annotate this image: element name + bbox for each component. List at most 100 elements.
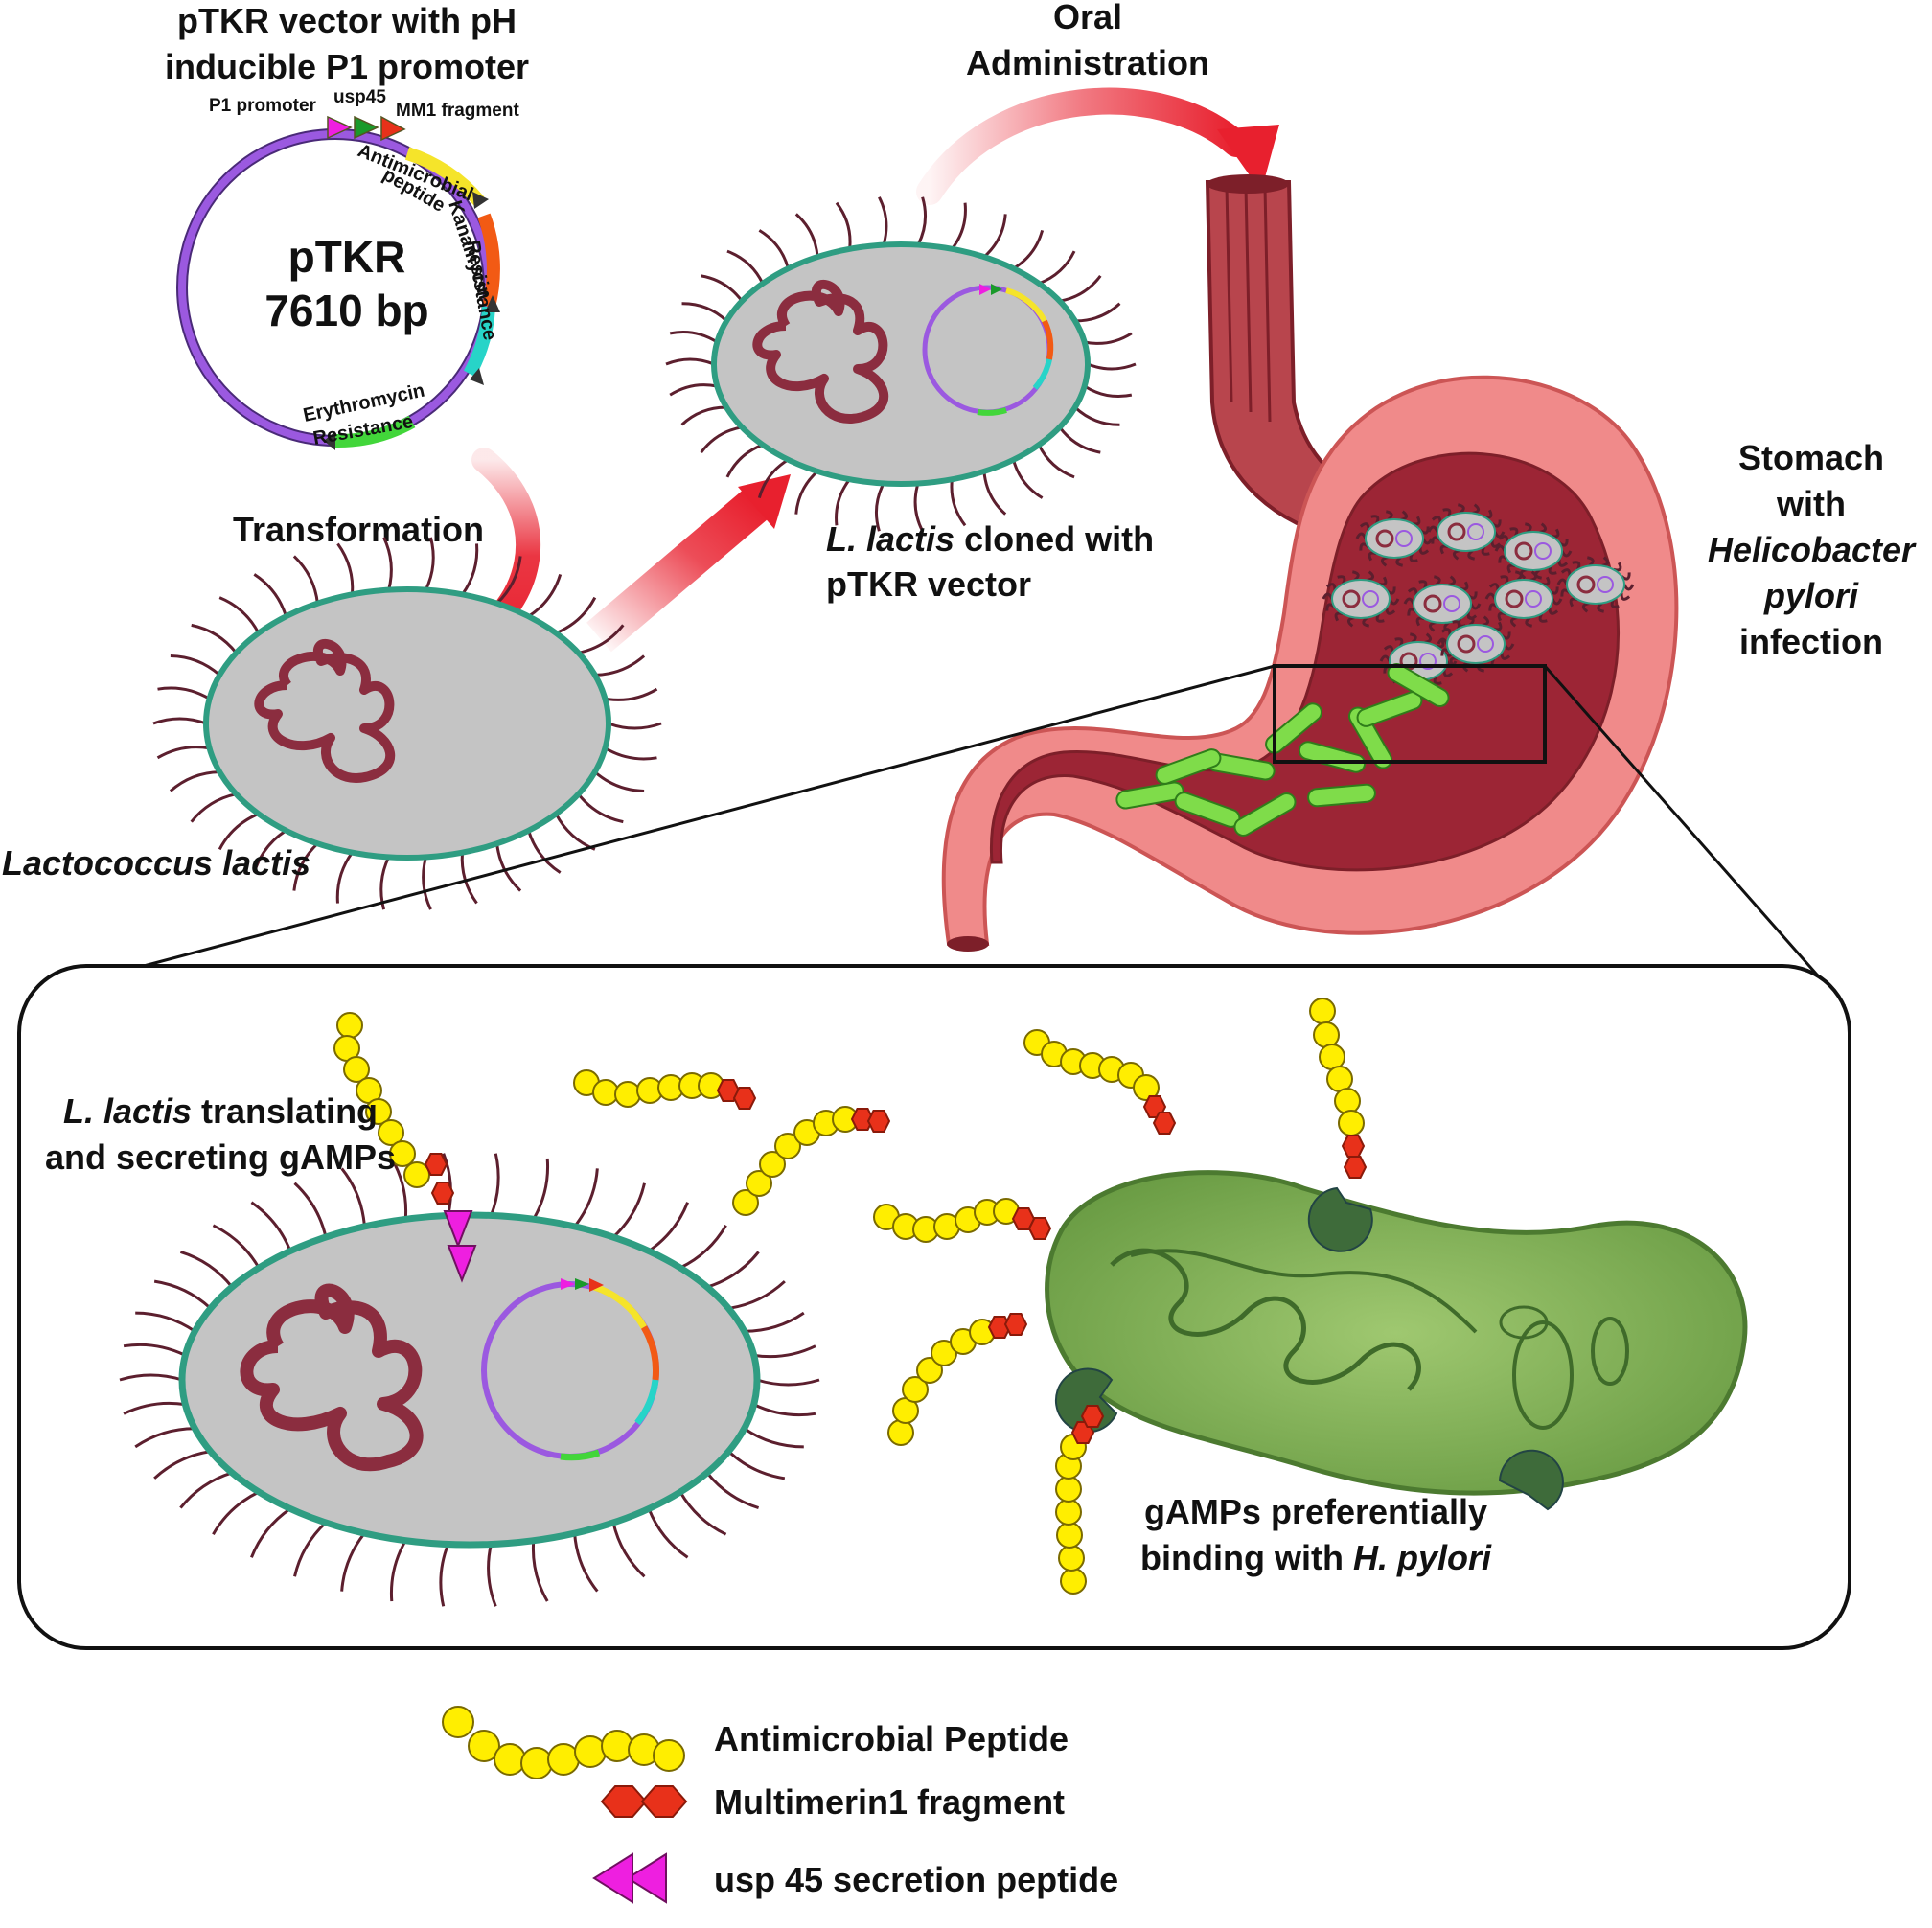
binding-label-b: H. pylori bbox=[1353, 1538, 1492, 1577]
flagellum bbox=[794, 213, 819, 258]
flagellum bbox=[335, 851, 354, 904]
flagellum bbox=[726, 249, 765, 285]
secreting-label-line2: and secreting gAMPs bbox=[45, 1137, 396, 1177]
legend-amp-bead bbox=[574, 1735, 607, 1768]
flagellum bbox=[425, 537, 435, 591]
amp-bead bbox=[336, 1012, 363, 1039]
gamp-chain bbox=[1055, 1405, 1105, 1595]
gamp-chain bbox=[573, 1069, 757, 1110]
flagellum bbox=[608, 722, 662, 730]
flagellum bbox=[382, 537, 393, 590]
amp-bead bbox=[592, 1079, 619, 1106]
stomach-lactis-cell bbox=[1355, 510, 1434, 567]
flagellum bbox=[758, 229, 790, 269]
peptide-chains bbox=[334, 998, 1368, 1595]
flagellum bbox=[982, 214, 1007, 259]
legend-amp-symbol bbox=[442, 1706, 685, 1779]
flagellum bbox=[1409, 552, 1418, 562]
legend-amp-bead bbox=[468, 1730, 500, 1762]
flagellum bbox=[170, 654, 221, 677]
flagellum bbox=[1418, 580, 1428, 590]
stomach-h-pylori-rod bbox=[1233, 792, 1297, 837]
flagellum bbox=[1433, 675, 1442, 685]
plasmid-segment-kan bbox=[477, 213, 500, 309]
usp45-arrow bbox=[354, 115, 380, 140]
zoom-box bbox=[1273, 664, 1547, 764]
stomach-h-pylori-rod bbox=[1265, 702, 1322, 754]
flagellum bbox=[1074, 302, 1121, 323]
stomach-lactis-cell bbox=[1494, 522, 1573, 580]
amp-bead bbox=[1055, 1476, 1082, 1503]
flagellum bbox=[389, 1539, 407, 1602]
mm1-hexagon bbox=[430, 1182, 455, 1205]
flagellum bbox=[794, 470, 819, 515]
flagellum bbox=[950, 479, 967, 527]
zoom-line-left bbox=[143, 664, 1276, 968]
flagellum bbox=[1337, 575, 1346, 585]
legend-amp-label: Antimicrobial Peptide bbox=[714, 1719, 1069, 1758]
flagellum bbox=[727, 1450, 786, 1480]
amp-bead bbox=[774, 1133, 801, 1159]
binding-label-line1: gAMPs preferentially bbox=[1144, 1492, 1487, 1531]
svg-text:L. lactis cloned with: L. lactis cloned with bbox=[826, 519, 1154, 559]
flagellum bbox=[669, 383, 718, 397]
flagellum bbox=[1058, 425, 1101, 454]
flagellum bbox=[487, 1544, 497, 1607]
flagellum bbox=[680, 405, 727, 426]
flagellum bbox=[212, 1490, 260, 1535]
plasmid-title-line1: pTKR vector with pH bbox=[177, 1, 517, 40]
flagellum bbox=[1073, 406, 1120, 426]
amp-bead bbox=[1056, 1522, 1083, 1549]
stomach-lactis-cell bbox=[1556, 556, 1635, 613]
legend-amp-bead bbox=[547, 1743, 580, 1776]
flagellum bbox=[757, 458, 790, 499]
legend-amp-bead bbox=[494, 1743, 526, 1776]
flagellum bbox=[701, 274, 744, 303]
flagellum bbox=[169, 770, 220, 792]
flagellum bbox=[340, 1167, 366, 1228]
flagellum bbox=[647, 1507, 689, 1559]
cloned-label-italic: L. lactis bbox=[826, 519, 954, 559]
flagellum bbox=[681, 302, 728, 322]
flagellum bbox=[593, 770, 645, 792]
flagellum bbox=[179, 1471, 233, 1509]
stomach-lactis-cell bbox=[1403, 575, 1482, 632]
flagellum bbox=[753, 1344, 816, 1359]
usp45-triangle bbox=[447, 1245, 477, 1283]
flagellum bbox=[218, 812, 260, 851]
mm1-hexagon bbox=[1027, 1217, 1052, 1240]
flagellum bbox=[336, 542, 355, 595]
flagellum bbox=[679, 1225, 727, 1270]
flagellum bbox=[743, 1427, 804, 1449]
receptor bbox=[1498, 1449, 1564, 1511]
mm1-hexagon bbox=[1080, 1405, 1105, 1428]
amp-bead bbox=[1060, 1568, 1087, 1595]
flagellum bbox=[527, 573, 563, 618]
flagellum bbox=[916, 196, 928, 246]
flagellum bbox=[835, 478, 851, 526]
flagellum bbox=[1481, 545, 1490, 556]
flagellum bbox=[611, 1522, 646, 1578]
gamp-chain bbox=[1024, 1029, 1177, 1135]
flagellum bbox=[951, 202, 967, 250]
flagellum bbox=[442, 1153, 452, 1216]
flagellum bbox=[982, 471, 1007, 516]
amp-bead bbox=[1309, 998, 1336, 1024]
flagellum bbox=[1500, 575, 1509, 585]
secreting-label-rest: translating bbox=[192, 1091, 378, 1131]
gamp-chain bbox=[887, 1313, 1028, 1446]
flagellum bbox=[1442, 508, 1452, 518]
flagellum bbox=[1084, 332, 1133, 345]
flagellum bbox=[611, 1182, 646, 1239]
amp-bead bbox=[916, 1357, 943, 1384]
flagellum bbox=[874, 482, 886, 532]
amp-bead bbox=[759, 1151, 786, 1178]
amp-bead bbox=[887, 1419, 914, 1446]
flagellum bbox=[1037, 444, 1075, 479]
mm1-hexagon bbox=[1152, 1112, 1177, 1135]
flagellum bbox=[1538, 612, 1548, 623]
flagellum bbox=[744, 1311, 805, 1333]
flagellum bbox=[700, 425, 743, 454]
flagellum bbox=[123, 1401, 186, 1415]
